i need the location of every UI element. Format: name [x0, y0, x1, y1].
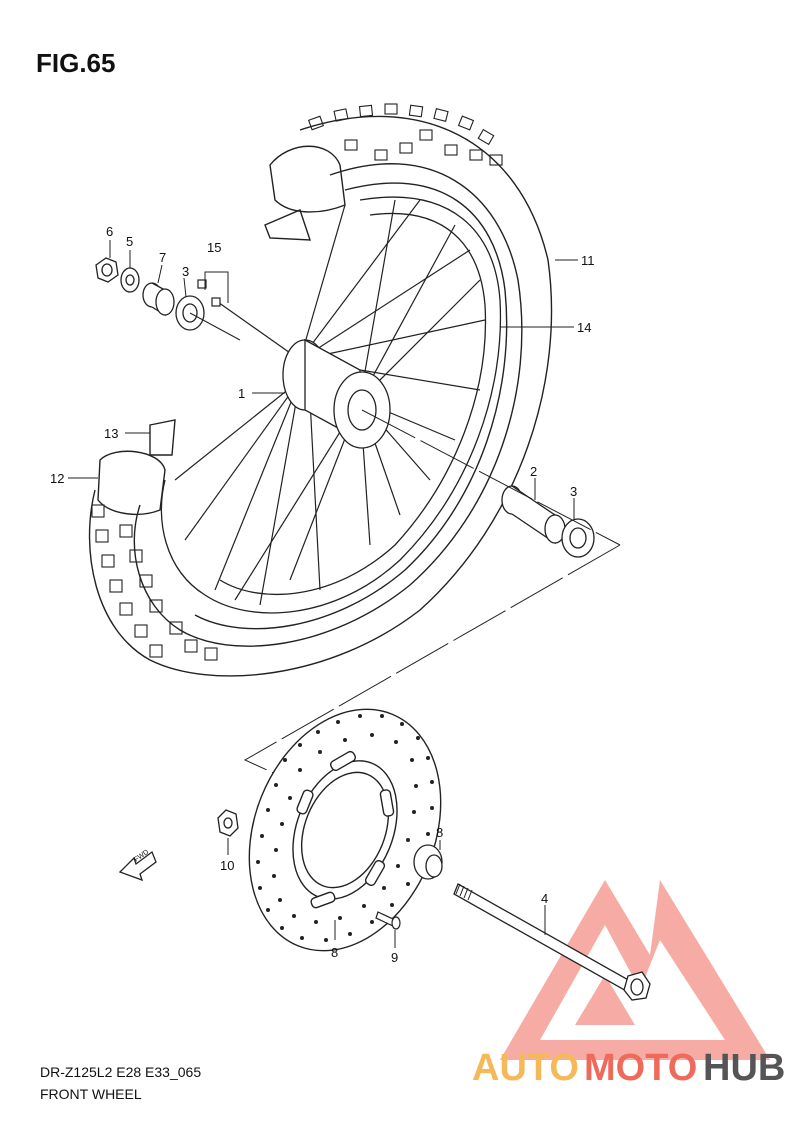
tire — [88, 103, 553, 677]
callout-4: 4 — [541, 891, 548, 906]
callout-10: 10 — [220, 858, 234, 873]
spokes — [174, 199, 486, 606]
watermark-part-moto: MOTO — [584, 1047, 697, 1089]
collar — [413, 844, 443, 880]
figure-caption: FRONT WHEEL — [40, 1086, 142, 1102]
brake-disc — [248, 708, 442, 952]
model-code: DR-Z125L2 E28 E33_065 — [40, 1064, 202, 1080]
callout-12: 12 — [50, 471, 64, 486]
callout-8-disc: 8 — [331, 945, 338, 960]
forward-arrow-icon — [118, 850, 157, 882]
callout-3-left: 3 — [182, 264, 189, 279]
spacer-collar — [142, 282, 175, 317]
callout-2: 2 — [530, 464, 537, 479]
callout-7: 7 — [159, 250, 166, 265]
callout-5: 5 — [126, 234, 133, 249]
front-axle — [453, 883, 651, 1001]
rim — [160, 196, 502, 614]
callout-3-right: 3 — [570, 484, 577, 499]
callout-15: 15 — [207, 240, 221, 255]
right-bearing — [561, 518, 595, 558]
watermark-logo — [500, 880, 770, 1060]
callout-14: 14 — [577, 320, 591, 335]
callout-1: 1 — [238, 386, 245, 401]
watermark-part-hub: HUB — [703, 1047, 785, 1089]
axle-nut — [95, 257, 119, 283]
leader-lines — [68, 240, 578, 948]
hub — [282, 338, 391, 449]
disc-nut — [217, 809, 239, 837]
callout-9: 9 — [391, 950, 398, 965]
washer — [120, 267, 140, 293]
callout-8-collar: 8 — [436, 825, 443, 840]
alignment-lines — [189, 312, 621, 786]
callout-11: 11 — [581, 253, 595, 268]
watermark-part-auto: AUTO — [472, 1047, 579, 1089]
spacer-tube — [501, 485, 566, 545]
figure-title: FIG.65 — [36, 48, 116, 78]
disc-bolt — [375, 911, 401, 930]
spoke-nipples — [197, 279, 221, 307]
callout-6: 6 — [106, 224, 113, 239]
callout-13: 13 — [104, 426, 118, 441]
